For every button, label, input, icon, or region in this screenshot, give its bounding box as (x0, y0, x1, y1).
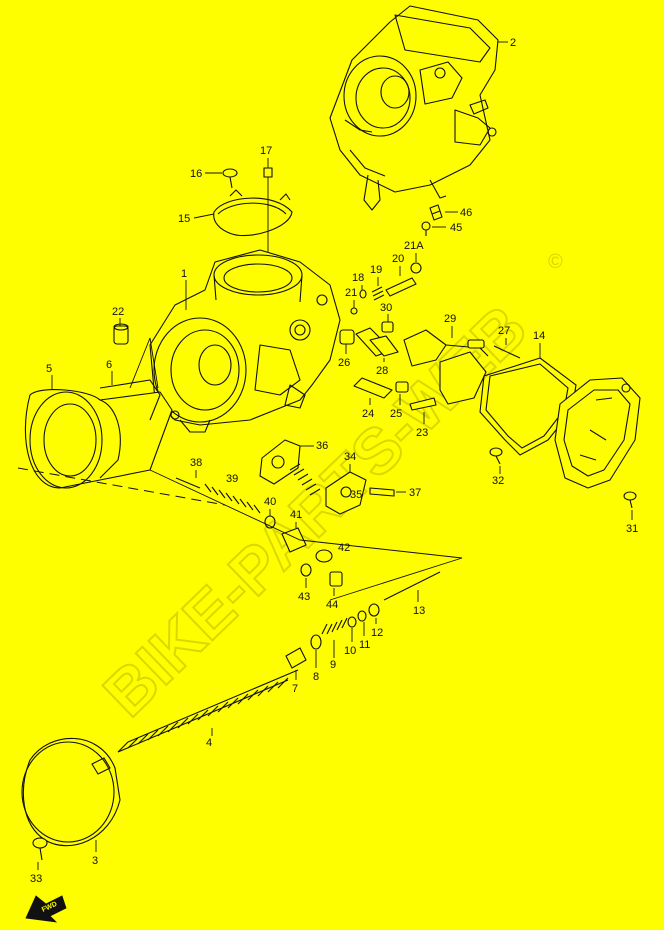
part-28-main-jet[interactable] (355, 327, 399, 357)
part-10-spacer[interactable] (347, 616, 357, 628)
part-27-float-pin[interactable] (493, 345, 521, 359)
part-39-spring[interactable] (204, 483, 261, 514)
callout-24[interactable]: 24 (362, 408, 374, 420)
callout-12[interactable]: 12 (371, 627, 383, 639)
callout-30[interactable]: 30 (380, 302, 392, 314)
part-24-needle-jet[interactable] (353, 377, 393, 399)
part-5-funnel[interactable] (24, 389, 173, 489)
part-43-washer[interactable] (300, 563, 312, 577)
callout-41[interactable]: 41 (290, 509, 302, 521)
callout-21[interactable]: 21 (345, 287, 357, 299)
part-45-screw[interactable] (421, 221, 431, 236)
callout-34[interactable]: 34 (344, 451, 356, 463)
callout-28[interactable]: 28 (376, 365, 388, 377)
callout-38[interactable]: 38 (190, 457, 202, 469)
callout-35[interactable]: 35 (350, 489, 362, 501)
part-8-washer[interactable] (310, 634, 322, 650)
part-21-ring[interactable] (350, 307, 358, 315)
part-25-jet[interactable] (395, 381, 409, 393)
part-12-washer[interactable] (368, 603, 380, 617)
callout-8[interactable]: 8 (313, 671, 319, 683)
callout-9[interactable]: 9 (330, 659, 336, 671)
part-18-oring[interactable] (359, 289, 367, 299)
part-23-air-jet[interactable] (409, 397, 437, 411)
part-33-screw[interactable] (32, 837, 48, 861)
callout-22[interactable]: 22 (112, 306, 124, 318)
callout-37[interactable]: 37 (409, 487, 421, 499)
part-2-carburetor-assembly[interactable] (329, 5, 499, 211)
callout-7[interactable]: 7 (292, 683, 298, 695)
callout-20[interactable]: 20 (392, 253, 404, 265)
fwd-badge: FWD (25, 895, 67, 923)
part-37-screw[interactable] (369, 487, 395, 497)
callout-17[interactable]: 17 (260, 145, 272, 157)
callout-31[interactable]: 31 (626, 523, 638, 535)
callout-2[interactable]: 2 (510, 37, 516, 49)
callout-4[interactable]: 4 (206, 737, 212, 749)
part-34-cover[interactable] (325, 471, 367, 515)
part-20-pilot-screw[interactable] (385, 277, 417, 297)
part-9-spring[interactable] (321, 617, 348, 635)
callout-43[interactable]: 43 (298, 591, 310, 603)
part-42-washer[interactable] (315, 549, 333, 563)
callout-13[interactable]: 13 (413, 605, 425, 617)
part-17-screw[interactable] (263, 167, 273, 178)
callout-33[interactable]: 33 (30, 873, 42, 885)
part-4-spring[interactable] (117, 669, 299, 753)
part-21a-cap[interactable] (410, 262, 422, 274)
part-46-spring[interactable] (429, 204, 443, 221)
part-6-insulator[interactable] (99, 379, 161, 421)
part-14-gasket[interactable] (479, 357, 577, 456)
callout-45[interactable]: 45 (450, 222, 462, 234)
part-19-spring[interactable] (371, 286, 385, 301)
part-float-bowl[interactable] (554, 377, 641, 489)
part-22-plug[interactable] (113, 323, 129, 345)
part-13-jet-needle[interactable] (383, 571, 441, 601)
callout-40[interactable]: 40 (264, 496, 276, 508)
callout-14[interactable]: 14 (533, 330, 545, 342)
callout-16[interactable]: 16 (190, 168, 202, 180)
callout-46[interactable]: 46 (460, 207, 472, 219)
callout-32[interactable]: 32 (492, 475, 504, 487)
callout-1[interactable]: 1 (181, 268, 187, 280)
part-36-plate[interactable] (259, 439, 301, 485)
callout-39[interactable]: 39 (226, 473, 238, 485)
part-35-spring[interactable] (289, 463, 321, 496)
callout-27[interactable]: 27 (498, 325, 510, 337)
callout-26[interactable]: 26 (338, 357, 350, 369)
callout-29[interactable]: 29 (444, 313, 456, 325)
part-3-top-cover[interactable] (21, 737, 121, 847)
callout-3[interactable]: 3 (92, 855, 98, 867)
part-38-pin[interactable] (175, 477, 201, 489)
part-40-washer[interactable] (264, 515, 276, 529)
part-26-nozzle[interactable] (339, 329, 355, 345)
callout-23[interactable]: 23 (416, 427, 428, 439)
callout-18[interactable]: 18 (352, 272, 364, 284)
part-16-screw[interactable] (222, 168, 238, 189)
part-30-jet[interactable] (381, 321, 394, 333)
callout-5[interactable]: 5 (46, 363, 52, 375)
part-29-float[interactable] (403, 329, 489, 405)
part-15-clamp[interactable] (213, 189, 293, 237)
callout-44[interactable]: 44 (326, 599, 338, 611)
callout-36[interactable]: 36 (316, 440, 328, 452)
part-7-needle-holder[interactable] (285, 647, 307, 669)
watermark-mark: © (548, 251, 563, 273)
callout-42[interactable]: 42 (338, 542, 350, 554)
callout-15[interactable]: 15 (178, 213, 190, 225)
callout-10[interactable]: 10 (344, 645, 356, 657)
part-44-screw[interactable] (329, 571, 343, 587)
callout-25[interactable]: 25 (390, 408, 402, 420)
forward-arrow-icon (25, 895, 67, 923)
part-11-clip[interactable] (357, 610, 367, 622)
callout-11[interactable]: 11 (359, 639, 370, 651)
callout-6[interactable]: 6 (106, 359, 112, 371)
part-32-screw[interactable] (489, 447, 503, 465)
part-31-screw[interactable] (623, 491, 637, 509)
part-1-carburetor-body[interactable] (149, 249, 341, 433)
callout-19[interactable]: 19 (370, 264, 382, 276)
callout-21a[interactable]: 21A (404, 240, 424, 252)
